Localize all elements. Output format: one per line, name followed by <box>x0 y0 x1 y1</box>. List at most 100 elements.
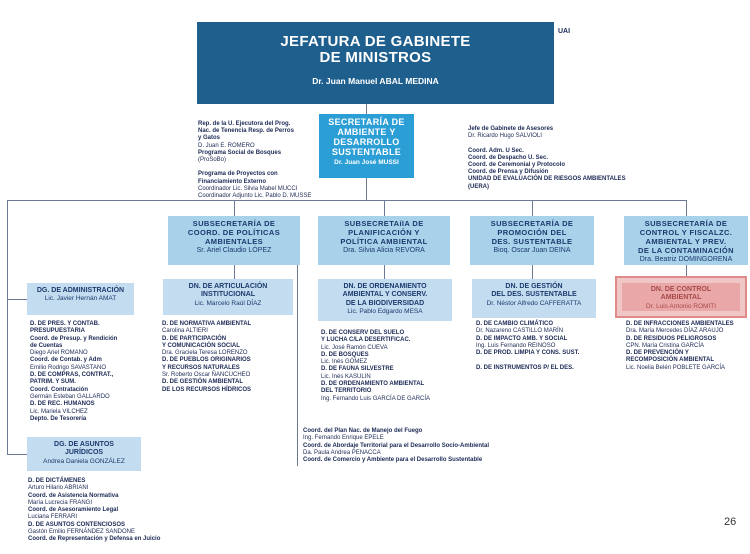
left-note: Rep. de la U. Ejecutora del Prog.Nac. de… <box>198 121 316 200</box>
list-item: María Lucrecia FRANGI <box>28 499 93 506</box>
dn-control-title-line: DN. DE CONTROL <box>650 286 712 293</box>
connector-sub2 <box>384 200 385 216</box>
left-note-line: Nac. de Tenencia Resp. de Perros <box>198 128 294 135</box>
list-item: Dr. Nazareno CASTILLO MARÍN <box>476 328 564 335</box>
dn-ordenamiento-title-line: AMBIENTAL Y CONSERV. <box>342 291 428 299</box>
list-item: Depto. De Tesorería <box>30 415 87 422</box>
list-item: Lic. Noelia Belén POBLETE GARCÍA <box>626 364 726 371</box>
dn-articulacion-title-line: INSTITUCIONAL <box>200 291 256 299</box>
right-note-line: Jefe de Gabinete de Asesores <box>468 126 554 132</box>
connector-left-spine <box>7 200 8 454</box>
list-item: Carolina ALTIERI <box>162 328 208 335</box>
list-item: Lic. Inés KASULIN <box>321 373 371 380</box>
subsecretaria-title-line: SUBSECRETARÍA DE <box>192 219 276 228</box>
list-item: Coord. de Representación y Defensa en Ju… <box>28 536 161 543</box>
list-item: D. DE COMPRAS, CONTRAT., <box>30 372 114 379</box>
right-note-line: Coord. de Prensa y Difusión <box>468 169 549 176</box>
secretaria-title-line: AMBIENTE Y <box>337 127 396 137</box>
dn-control-title-line: AMBIENTAL <box>660 294 702 302</box>
dn-gestion-title-line: DN. DE GESTIÓN <box>505 283 563 290</box>
list-item <box>476 357 579 364</box>
list-item: Dra. María Mercedes DÍAZ ARAUJO <box>626 328 724 335</box>
subsecretaria-title-line: SUBSECRETARÍA DE <box>644 219 728 228</box>
list-item: Lic. José Ramón CUEVA <box>321 344 388 351</box>
subsecretaria-title-line: POLÍTICA AMBIENTAL <box>340 237 428 246</box>
left-note-line <box>198 164 316 171</box>
page-number: 26 <box>724 516 737 528</box>
list-item: Sr. Roberto Oscar ÑANCUCHEO <box>162 372 251 379</box>
ordenamiento-coord-list: Coord. del Plan Nac. de Manejo del Fuego… <box>303 428 489 464</box>
list-item: D. DE PRES. Y CONTAB. <box>30 321 100 327</box>
subsecretaria-title-line: DES. SUSTENTABLE <box>491 237 573 246</box>
list-item: Coord. de Abordaje Territorial para el D… <box>303 442 490 449</box>
left-note-line: Coordinador Lic. Silvia Mabel MUCCI <box>198 185 298 192</box>
dn-ordenamiento-title-line: DE LA BIODIVERSIDAD <box>345 299 425 307</box>
dn-gestion-title-line: DEL DES. SUSTENTABLE <box>491 291 577 299</box>
left-note-line: Rep. de la U. Ejecutora del Prog. <box>198 121 291 127</box>
subsecretaria-title-line: SUBSECRETAíIA DE <box>344 219 424 228</box>
list-item: Emilio Rodrigo SAVASTANO <box>30 364 107 371</box>
dn-articulacion-title-line: DN. DE ARTICULACIÓN <box>188 283 268 290</box>
list-item: Coord. de Asesoramiento Legal <box>28 507 119 514</box>
list-item: D. DE RESIDUOS PELIGROSOS <box>626 335 717 342</box>
list-item: Lic. Mariela VILCHEZ <box>30 408 88 415</box>
subsecretaria-title-line: DE LA CONTAMINACIÓN <box>638 246 734 255</box>
secretaria-title-line: DESARROLLO <box>333 137 400 147</box>
subsecretaria-name: Sr. Ariel Claudio LÓPEZ <box>196 247 272 254</box>
uai-label: UAI <box>558 28 571 35</box>
dn-articulacion-name: Lic. Marcelo Raúl DÍAZ <box>194 299 262 307</box>
left-note-line: y Gatos <box>198 135 221 142</box>
connector-sub3-dn <box>532 265 533 279</box>
list-item: Diego Ariel ROMANO <box>30 350 88 357</box>
list-item: D. DE IMPACTO AMB. Y SOCIAL <box>476 335 568 342</box>
subsecretaria-name: Bioq. Oscar Juan DEINA <box>493 247 571 254</box>
jefatura-title-line2: DE MINISTROS <box>319 49 432 66</box>
list-item: D. DE PROD. LIMPIA Y CONS. SUST. <box>476 350 580 357</box>
left-note-line: Programa de Proyectos con <box>198 171 278 178</box>
connector-sub1 <box>234 200 235 216</box>
list-item: Coord. de Comercio y Ambiente para el De… <box>303 457 483 464</box>
list-item: Coord. de Asistencia Normativa <box>28 492 119 499</box>
right-note-line: Dr. Ricardo Hugo SALVIOLI <box>468 133 542 140</box>
connector-sub4 <box>686 200 687 216</box>
subsecretaria-title-line: PLANIFICACIÓN Y <box>348 228 420 237</box>
list-item: Y LUCHA C/LA DESERTIFICAC. <box>321 337 411 344</box>
jefatura-title-line1: JEFATURA DE GABINETE <box>280 33 471 50</box>
left-note-line: Programa Social de Bosques <box>198 149 282 156</box>
secretaria-title-line: SUSTENTABLE <box>331 147 402 157</box>
list-item: D. DE GESTIÓN AMBIENTAL <box>162 379 243 386</box>
list-item: D. DE BOSQUES <box>321 351 369 358</box>
list-item: PATRIM. Y SUM. <box>30 379 76 386</box>
connector-to-juridicos <box>7 454 27 455</box>
secretaria-name: Dr. Juan José MUSSI <box>334 159 399 166</box>
list-item: D. DE INSTRUMENTOS P/ EL DES. <box>476 364 574 371</box>
right-note-line: Coord. de Ceremonial y Protocolo <box>468 162 566 169</box>
list-item: Dra. Graciela Teresa LORENZO <box>162 350 248 357</box>
list-item: Coord. del Plan Nac. de Manejo del Fuego <box>303 428 423 434</box>
jefatura-box: JEFATURA DE GABINETE DE MINISTROS Dr. Ju… <box>197 22 554 104</box>
jefatura-name: Dr. Juan Manuel ABAL MEDINA <box>312 76 439 86</box>
list-item: Ing. Fernando Luis GARCÍA DE GARCÍA <box>321 395 431 402</box>
connector-sub2-dn <box>384 265 385 279</box>
list-item: Lic. Inés GÓMEZ <box>321 359 368 366</box>
list-item: Luciana FERRARI <box>28 514 78 521</box>
list-item: D. DE DICTÁMENES <box>28 478 86 484</box>
connector-to-admin <box>7 299 27 300</box>
connector-sub1-dn <box>234 265 235 279</box>
right-note-line: Coord. Adm. U Sec. <box>468 147 524 154</box>
